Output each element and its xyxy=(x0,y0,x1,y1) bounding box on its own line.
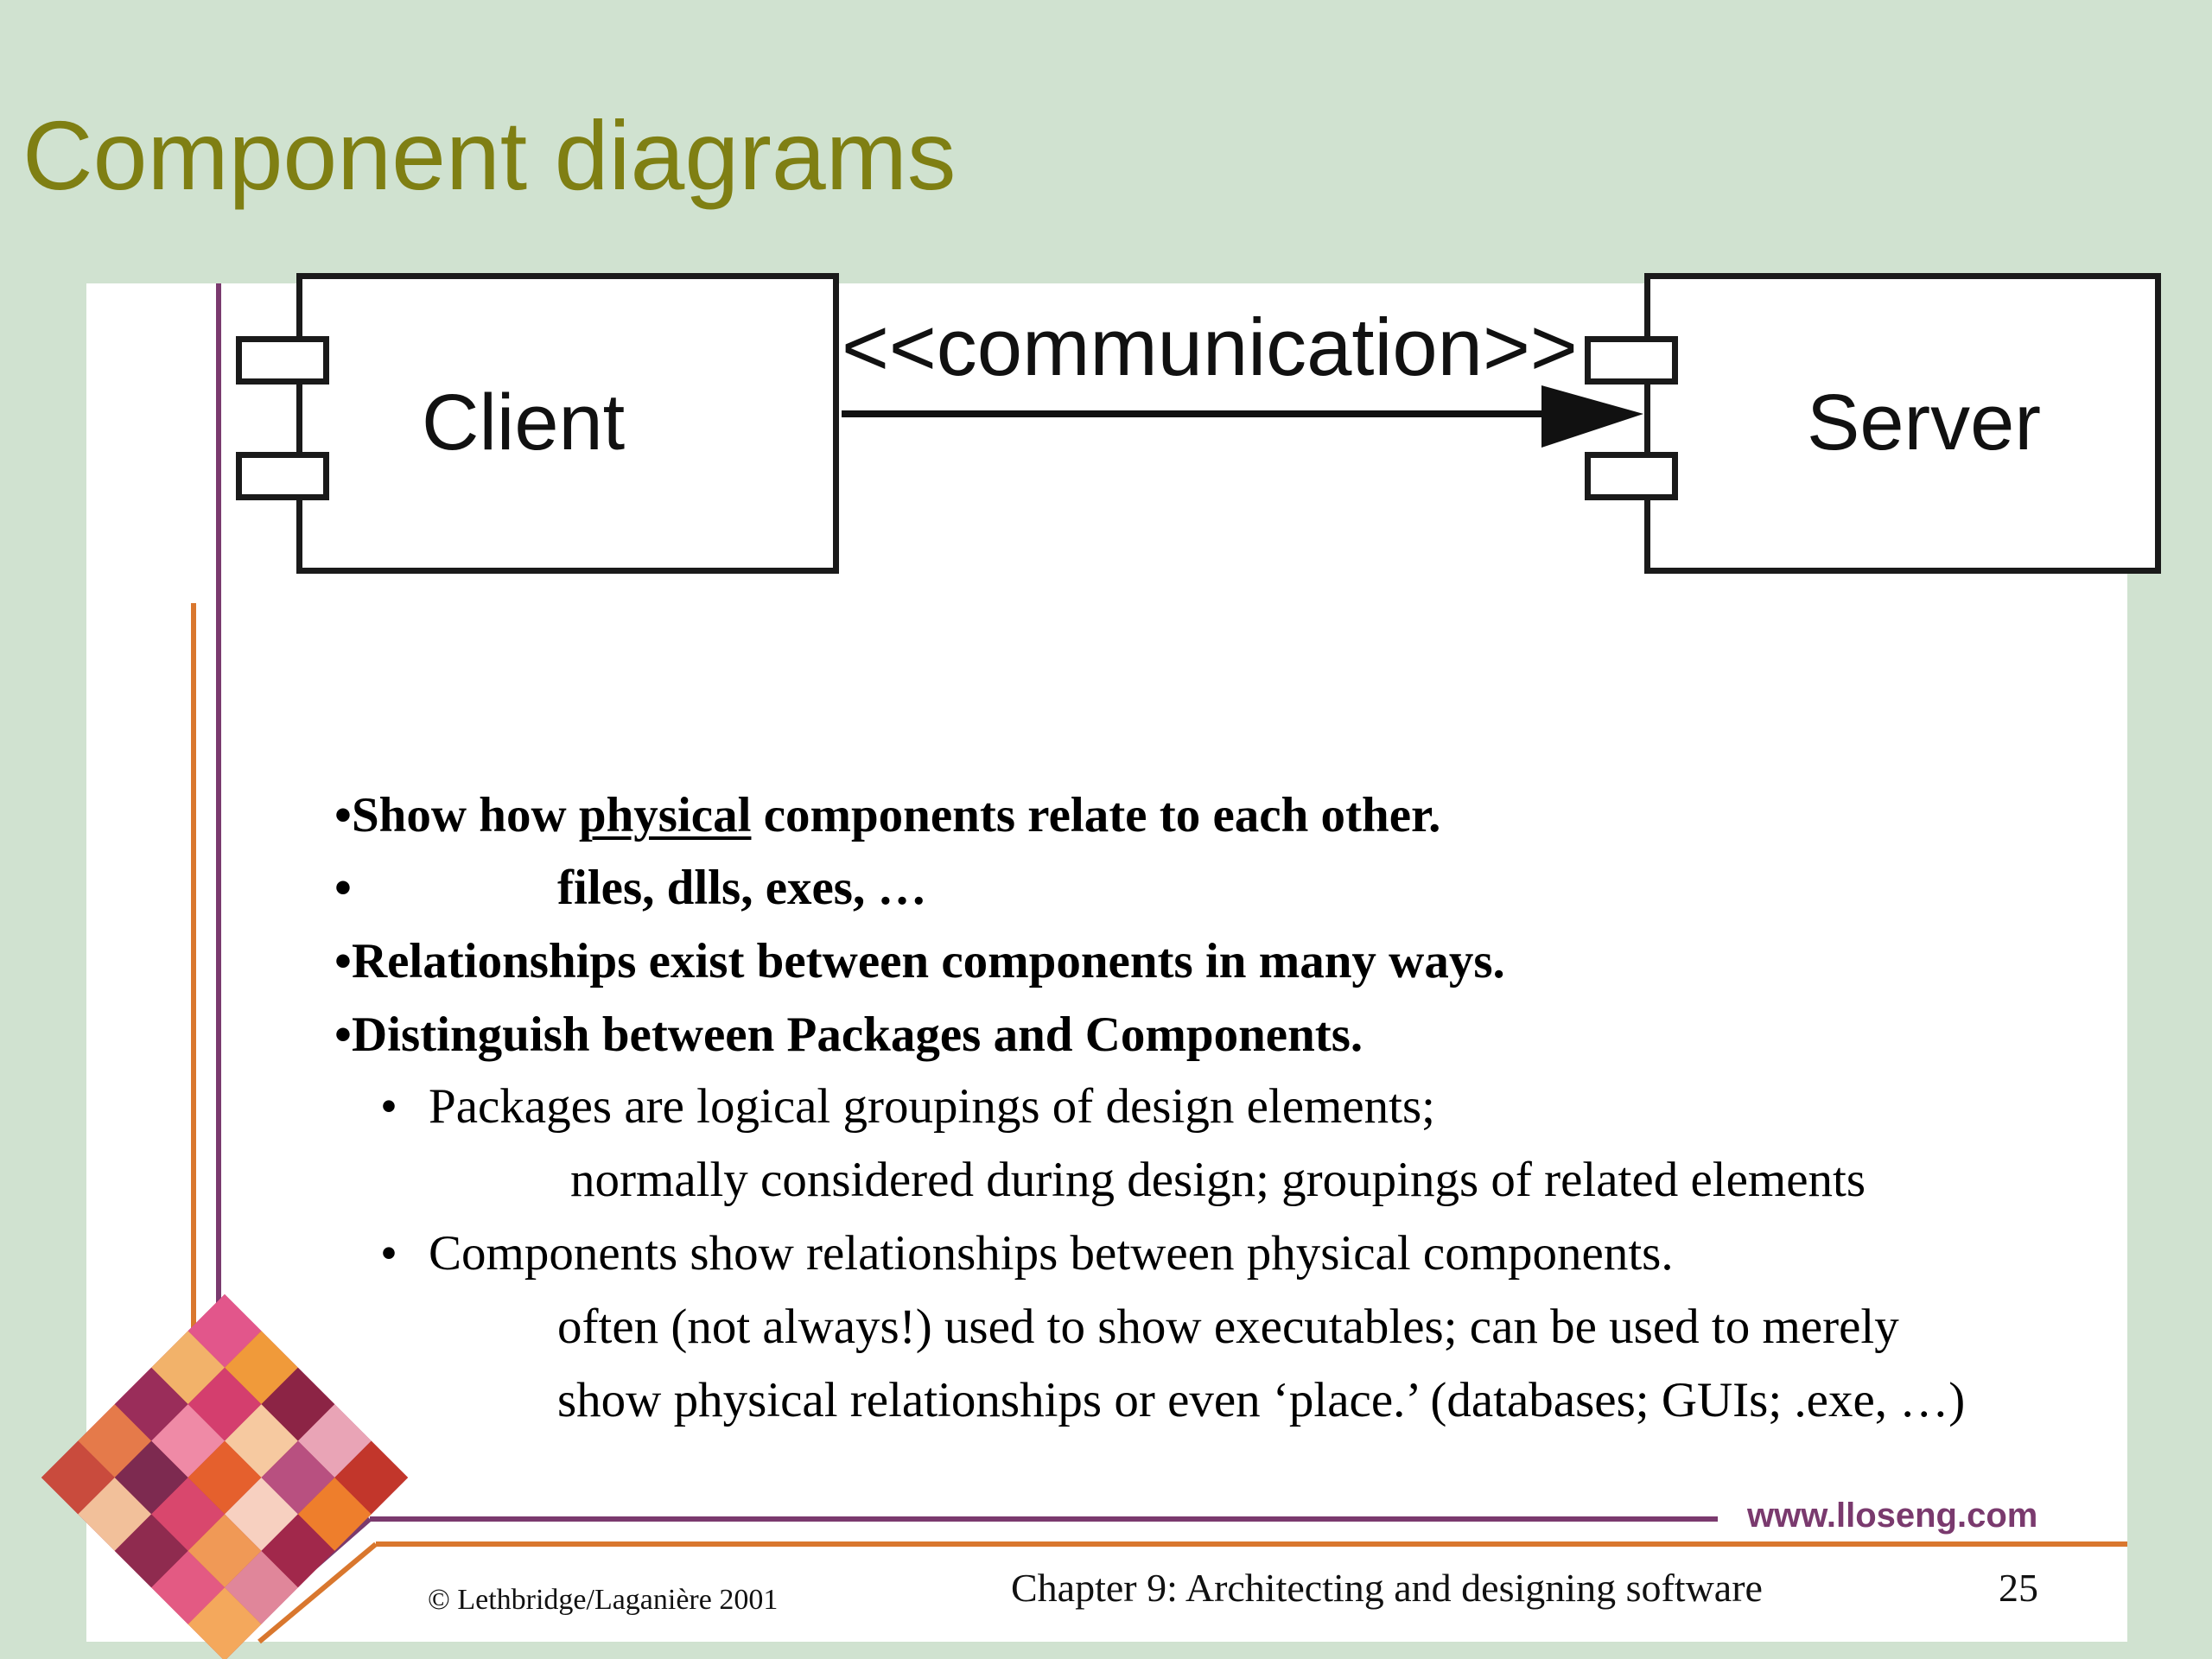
copyright-text: © Lethbridge/Laganière 2001 xyxy=(428,1584,779,1616)
website-link[interactable]: www.lloseng.com xyxy=(1747,1497,2038,1535)
bullet-2-marker: • xyxy=(334,861,352,915)
client-component xyxy=(296,273,839,574)
bullet-3: •Relationships exist between components … xyxy=(334,934,1505,988)
sub-bullet-2-marker: • xyxy=(380,1226,397,1281)
bullet-1: •Show how physical components relate to … xyxy=(334,791,1440,840)
client-component-tab-top xyxy=(236,336,329,385)
bullet-1-underlined-word: physical xyxy=(578,788,752,842)
client-label: Client xyxy=(422,378,626,467)
server-component xyxy=(1644,273,2161,574)
server-component-tab-bottom xyxy=(1585,452,1678,500)
sub-bullet-1-marker: • xyxy=(380,1079,397,1134)
sub-bullet-2-continuation-1: often (not always!) used to show executa… xyxy=(557,1300,1899,1354)
client-component-tab-bottom xyxy=(236,452,329,500)
page-number: 25 xyxy=(1999,1566,2038,1610)
slide-title: Component diagrams xyxy=(22,101,957,210)
sub-bullet-2: Components show relationships between ph… xyxy=(429,1226,1674,1281)
chapter-title: Chapter 9: Architecting and designing so… xyxy=(1011,1566,1763,1610)
bullet-2: files, dlls, exes, … xyxy=(557,861,927,915)
bullet-1-suffix: components relate to each other. xyxy=(751,788,1441,842)
sub-bullet-1-continuation: normally considered during design; group… xyxy=(570,1153,1866,1207)
communication-stereotype: <<communication>> xyxy=(842,302,1578,392)
server-component-tab-top xyxy=(1585,336,1678,385)
sub-bullet-2-continuation-2: show physical relationships or even ‘pla… xyxy=(557,1373,1966,1427)
sub-bullet-1: Packages are logical groupings of design… xyxy=(429,1079,1435,1134)
mosaic-logo xyxy=(41,1294,409,1659)
bullet-1-prefix: •Show how xyxy=(334,788,579,842)
bottom-orange-diagonal xyxy=(257,1541,378,1644)
server-label: Server xyxy=(1807,378,2041,467)
bullet-4: •Distinguish between Packages and Compon… xyxy=(334,1007,1363,1062)
communication-arrowhead xyxy=(1541,385,1643,448)
